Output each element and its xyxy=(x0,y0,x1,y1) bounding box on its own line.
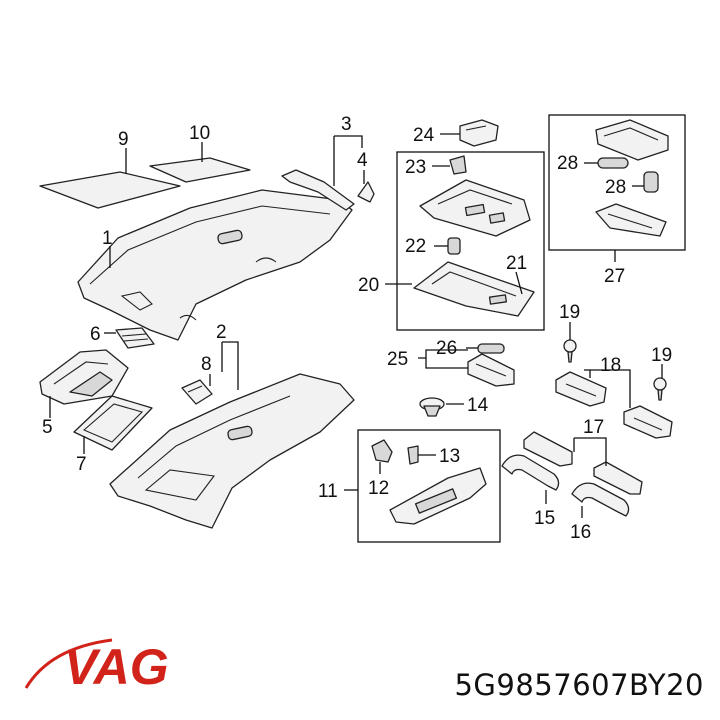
brand-name: VAG xyxy=(64,639,169,695)
callout-13: 13 xyxy=(439,446,460,467)
part-18-bracket-a xyxy=(555,371,607,407)
part-28-bulb-a xyxy=(584,157,629,169)
part-24-module xyxy=(440,119,499,147)
callout-17: 17 xyxy=(583,417,604,438)
callout-15: 15 xyxy=(534,508,555,529)
console-unit-upper xyxy=(419,179,531,237)
callout-10: 10 xyxy=(189,123,210,144)
callout-16: 16 xyxy=(570,522,591,543)
part-23-bulb-holder xyxy=(432,155,467,175)
callout-9: 9 xyxy=(118,129,129,150)
part-8-bracket xyxy=(181,374,213,405)
part-19-screw-b xyxy=(653,364,667,401)
part-6-grille xyxy=(104,327,155,349)
callout-3: 3 xyxy=(341,114,352,135)
callout-19b: 19 xyxy=(651,345,672,366)
callout-26: 26 xyxy=(436,338,457,359)
callout-14: 14 xyxy=(467,395,489,416)
part-27-lamp-housing xyxy=(595,119,669,161)
part-7-frame xyxy=(73,395,153,454)
callout-2: 2 xyxy=(216,322,227,343)
part-4-clip xyxy=(357,170,375,203)
callout-28b: 28 xyxy=(605,177,626,198)
assembly-box-20 xyxy=(396,151,545,331)
callout-5: 5 xyxy=(42,417,53,438)
part-5-console-housing xyxy=(39,349,129,418)
part-10-panel xyxy=(149,142,251,183)
part-12-bracket xyxy=(371,439,393,474)
callout-20: 20 xyxy=(358,275,379,296)
logo-swoosh xyxy=(24,638,113,689)
callout-27: 27 xyxy=(604,266,625,287)
callout-25: 25 xyxy=(387,349,408,370)
part-1-headliner xyxy=(77,189,353,341)
part-28-bulb-b xyxy=(632,171,659,193)
callout-7: 7 xyxy=(76,454,87,475)
callout-22: 22 xyxy=(405,236,426,257)
sun-visor xyxy=(389,467,487,525)
part-3-trim-strip xyxy=(281,135,363,211)
callout-12: 12 xyxy=(368,478,389,499)
callout-18: 18 xyxy=(600,355,621,376)
part-27-lens xyxy=(595,203,667,237)
part-26-bulb xyxy=(466,343,505,354)
callout-23: 23 xyxy=(405,157,426,178)
part-21-panel xyxy=(413,261,535,317)
part-number: 5G9857607BY20 xyxy=(454,668,704,702)
vag-logo: VAG xyxy=(24,638,169,695)
part-22-bulb xyxy=(434,237,461,255)
assembly-box-11 xyxy=(357,429,501,543)
callout-28a: 28 xyxy=(557,153,578,174)
callout-8: 8 xyxy=(201,354,212,375)
part-16-grab-handle xyxy=(571,482,630,518)
part-17-bracket-a xyxy=(523,431,573,467)
part-25-reading-lamp xyxy=(418,349,515,387)
part-19-screw-a xyxy=(563,322,577,363)
part-18-bracket-b xyxy=(623,405,673,439)
callout-1: 1 xyxy=(102,228,113,249)
callout-6: 6 xyxy=(90,324,101,345)
part-15-grab-handle xyxy=(501,454,560,504)
callout-4: 4 xyxy=(357,150,368,171)
callout-21: 21 xyxy=(506,253,527,274)
callout-11: 11 xyxy=(318,481,338,502)
part-2-headliner xyxy=(109,341,355,529)
part-14-plug xyxy=(419,397,464,417)
callout-24: 24 xyxy=(413,125,435,146)
part-13-clip xyxy=(407,445,436,465)
part-9-panel xyxy=(39,148,181,209)
callout-19a: 19 xyxy=(559,302,580,323)
assembly-box-27 xyxy=(548,114,686,251)
